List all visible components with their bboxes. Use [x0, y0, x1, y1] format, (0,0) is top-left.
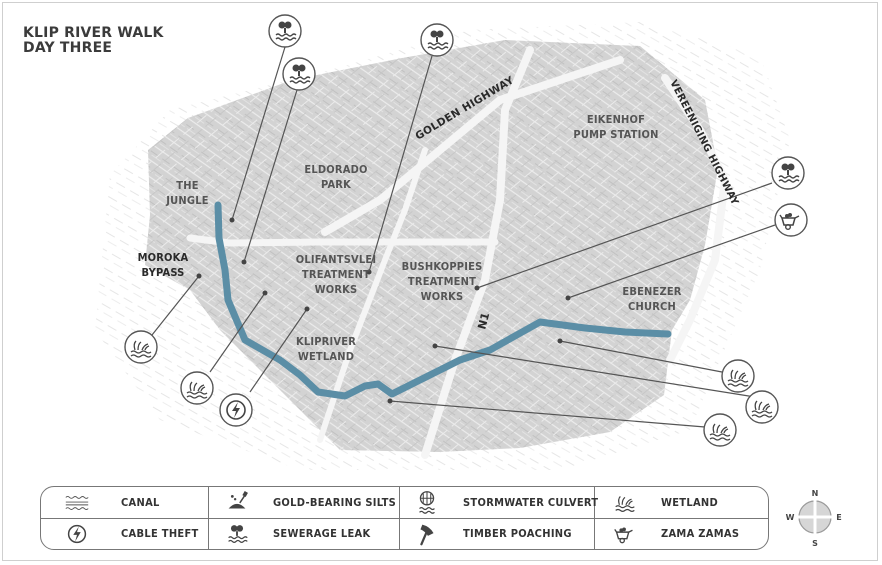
wheelbarrow-icon — [614, 526, 634, 544]
compass-south: S — [812, 539, 818, 548]
leader-lines — [151, 46, 776, 428]
n1-label: N1 — [475, 311, 492, 331]
compass-rose: N S E W — [786, 489, 842, 548]
cable-theft-icon — [67, 524, 87, 544]
leader-dots — [196, 217, 571, 404]
legend-stormwater-label: STORMWATER CULVERT — [463, 496, 599, 509]
legend-wetland-label: WETLAND — [661, 496, 718, 509]
marker-zama-1 — [774, 203, 808, 237]
map-title: KLIP RIVER WALK DAY THREE — [23, 26, 164, 56]
map-title-line-1: KLIP RIVER WALK — [23, 25, 164, 41]
legend-timber-label: TIMBER POACHING — [463, 527, 572, 540]
golden-highway-road — [186, 234, 499, 247]
marker-sewerage-2 — [282, 57, 316, 91]
secondary-road — [317, 147, 428, 443]
wetland-icon — [615, 495, 635, 512]
marker-cable-1 — [219, 393, 253, 427]
compass-north: N — [812, 489, 819, 498]
legend-canal-label: CANAL — [121, 496, 160, 509]
map-legend: CANAL GOLD-BEARING SILTS STORMWATER CULV… — [40, 486, 769, 550]
sewerage-leak-icon — [227, 524, 248, 544]
legend-row-divider — [41, 518, 768, 519]
canal-icon — [65, 496, 89, 510]
marker-wetland-5 — [703, 413, 737, 447]
axe-icon — [419, 523, 435, 546]
map-title-line-2: DAY THREE — [23, 40, 113, 56]
legend-col-divider-3 — [594, 487, 595, 549]
place-eikenhof: EIKENHOF PUMP STATION — [573, 113, 659, 141]
place-bushkoppies: BUSHKOPPIES TREATMENT WORKS — [401, 260, 483, 303]
marker-wetland-3 — [721, 359, 755, 393]
n1-road — [421, 46, 534, 459]
compass-west: W — [786, 513, 795, 522]
stormwater-culvert-icon — [418, 491, 436, 514]
place-eldorado-park: ELDORADO PARK — [304, 163, 368, 191]
place-moroka-bypass: MOROKA BYPASS — [137, 251, 189, 279]
legend-sewerage-label: SEWERAGE LEAK — [273, 527, 371, 540]
legend-cable-label: CABLE THEFT — [121, 527, 199, 540]
place-olifantsvlei: OLIFANTSVLEI TREATMENT WORKS — [295, 253, 377, 296]
marker-wetland-4 — [745, 390, 779, 424]
roads — [186, 46, 729, 459]
legend-col-divider-1 — [208, 487, 209, 549]
gold-bearing-silts-icon — [227, 490, 249, 510]
vereeniging-highway-road — [661, 74, 729, 364]
legend-gold-label: GOLD-BEARING SILTS — [273, 496, 397, 509]
marker-sewerage-4 — [771, 156, 805, 190]
golden-highway-main — [321, 56, 624, 236]
marker-sewerage-3 — [420, 23, 454, 57]
compass-east: E — [836, 513, 841, 522]
place-the-jungle: THE JUNGLE — [166, 179, 209, 207]
legend-col-divider-2 — [399, 487, 400, 549]
klip-river — [214, 201, 672, 400]
marker-sewerage-1 — [268, 14, 302, 48]
markers — [124, 14, 808, 447]
place-ebenezer-church: EBENEZER CHURCH — [622, 285, 682, 313]
marker-wetland-1 — [124, 330, 158, 364]
marker-wetland-2 — [180, 371, 214, 405]
legend-zama-label: ZAMA ZAMAS — [661, 527, 740, 540]
place-klipriver-wetland: KLIPRIVER WETLAND — [295, 335, 357, 363]
